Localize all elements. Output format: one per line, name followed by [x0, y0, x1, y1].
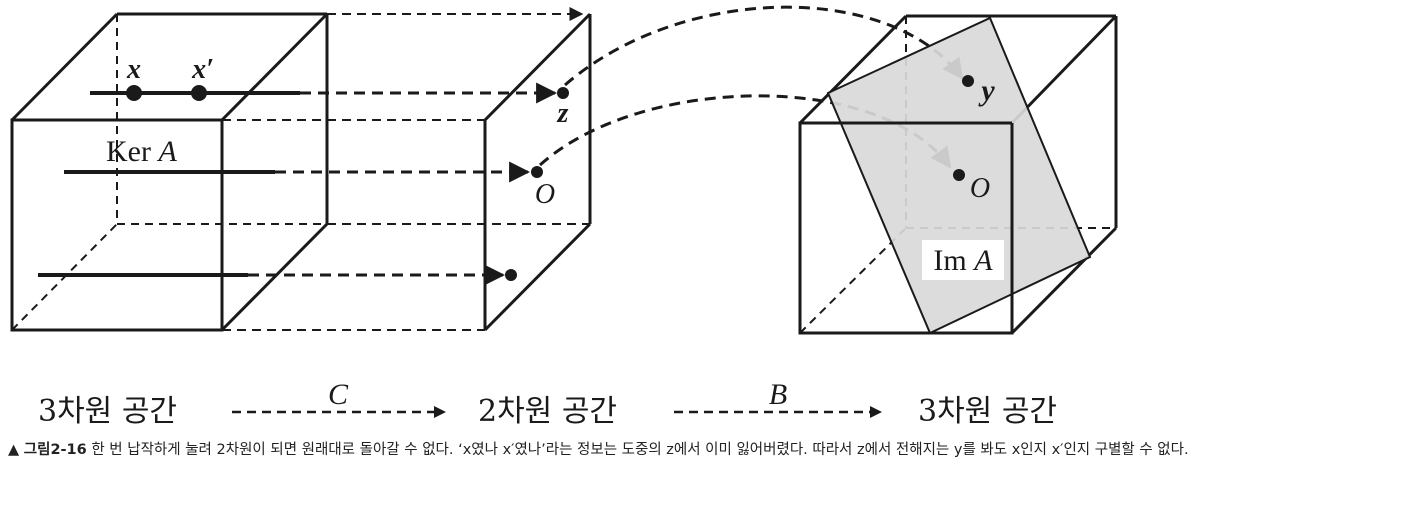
label-z: z	[557, 98, 569, 129]
figure-caption: ▲ 그림2-16 한 번 납작하게 눌려 2차원이 되면 원래대로 돌아갈 수 …	[8, 437, 1398, 463]
map-b-arrow: B	[674, 380, 882, 418]
im-a-label-bg	[922, 240, 1004, 280]
caption-text: 한 번 납작하게 눌려 2차원이 되면 원래대로 돌아갈 수 없다. ‘x였나 …	[91, 442, 1189, 458]
point-x-prime	[191, 85, 207, 101]
point-z	[557, 87, 569, 99]
point-y	[962, 75, 974, 87]
point-origin-target	[953, 169, 965, 181]
space-3d-source: 3차원 공간	[38, 394, 178, 429]
map-c-label: C	[328, 380, 349, 411]
label-y: y	[978, 74, 995, 107]
figure-number: 그림2-16	[23, 442, 87, 458]
caption-marker: ▲	[8, 442, 20, 458]
label-x-prime: x′	[191, 54, 214, 85]
target-cube-front	[800, 121, 1014, 335]
label-ker-a: Ker A	[106, 135, 177, 168]
label-x: x	[126, 54, 141, 85]
map-b-label: B	[769, 380, 787, 411]
space-3d-target: 3차원 공간	[918, 394, 1058, 429]
label-origin-target: O	[970, 173, 990, 204]
map-arrows-c	[248, 82, 558, 286]
space-sequence: 3차원 공간 C 2차원 공간 B 3차원 공간	[0, 380, 1404, 430]
space-2d: 2차원 공간	[478, 394, 618, 429]
point-bottom-middle	[505, 269, 517, 281]
point-origin-middle	[531, 166, 543, 178]
projection-guides	[222, 7, 590, 331]
point-x	[126, 85, 142, 101]
map-c-arrow: C	[232, 380, 446, 418]
linear-map-diagram: x x′ Ker A z O	[10, 5, 1118, 335]
label-origin-middle: O	[535, 179, 555, 210]
map-arrows-b	[538, 5, 964, 169]
middle-cube	[483, 12, 592, 332]
label-im-a: Im A	[933, 244, 993, 277]
